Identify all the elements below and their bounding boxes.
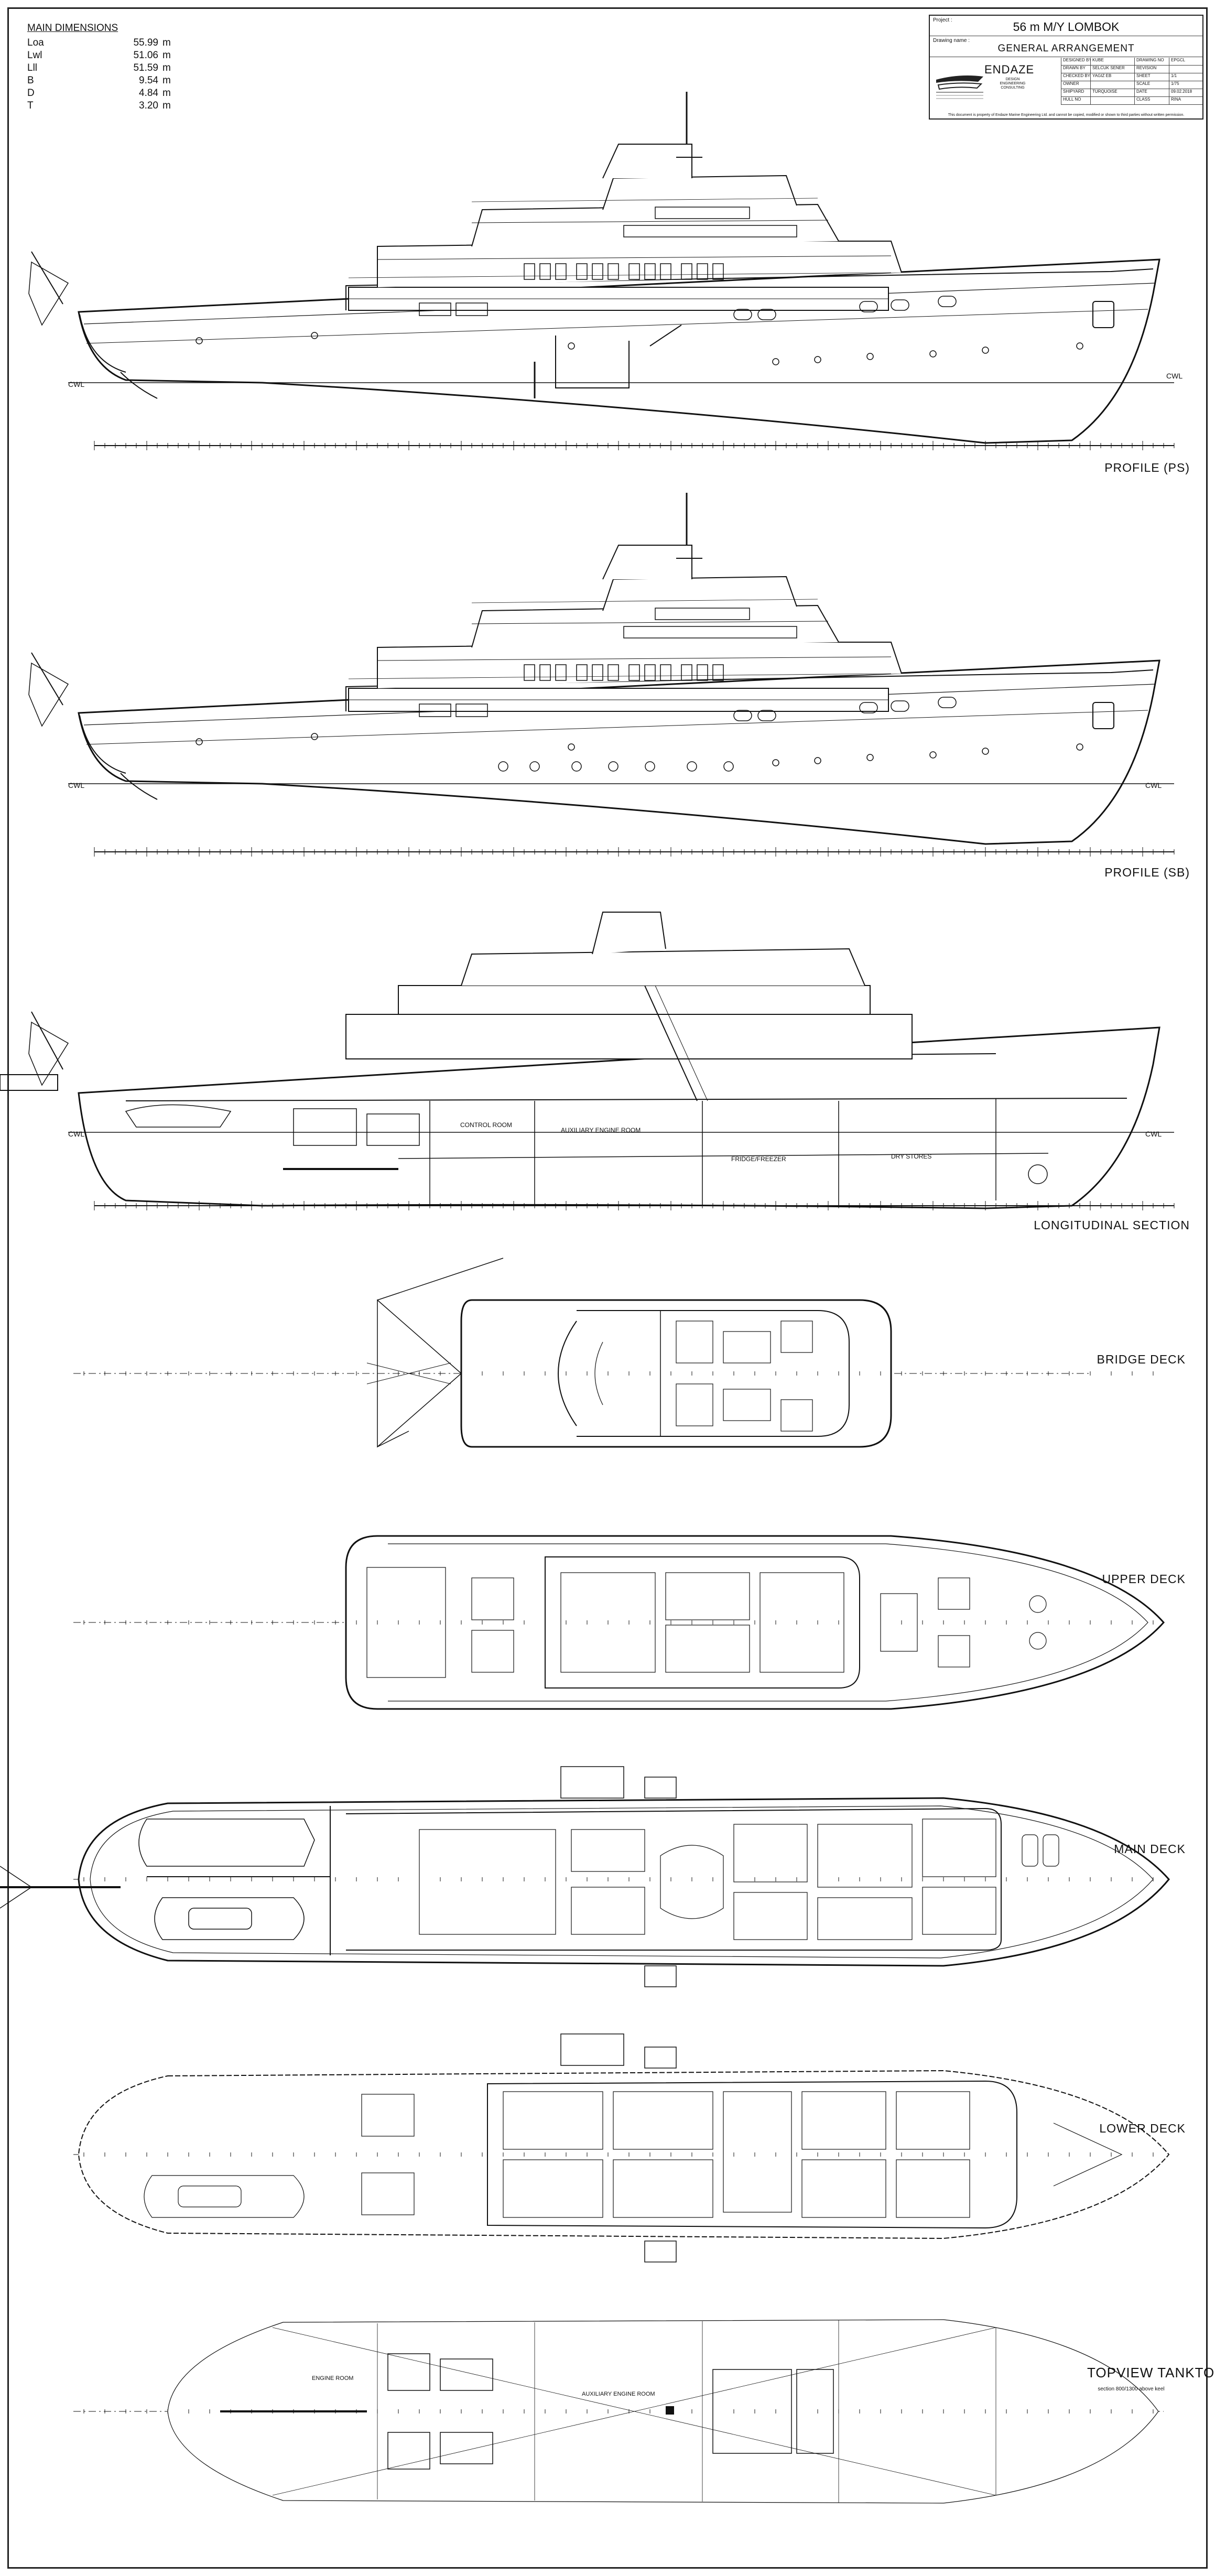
field-label: DATE <box>1134 89 1169 96</box>
room-label-aux-engine-room: AUXILIARY ENGINE ROOM <box>561 1127 641 1134</box>
field-value: 1/1 <box>1169 73 1202 81</box>
view-title-profile-ps: PROFILE (PS) <box>1104 461 1190 474</box>
field-label: SHIPYARD <box>1061 89 1090 96</box>
view-title-longitudinal-section: LONGITUDINAL SECTION <box>1034 1218 1190 1232</box>
dimension-unit: m <box>162 62 171 73</box>
view-title-profile-sb: PROFILE (SB) <box>1104 865 1190 879</box>
dimension-row: Lwl 51.06 m <box>27 49 171 62</box>
dimension-row: D 4.84 m <box>27 87 171 100</box>
company-brand: ENDAZE <box>984 63 1035 76</box>
company-logo <box>936 75 983 99</box>
dimension-unit: m <box>162 37 171 48</box>
cwl-label: CWL <box>68 380 84 388</box>
main-deck-view <box>0 1766 1170 1987</box>
company-tagline: DESIGN ENGINEERING CONSULTING <box>1000 78 1026 90</box>
field-value: YAGIZ EB <box>1090 73 1134 81</box>
field-value: KUBE <box>1090 58 1134 65</box>
field-value: 09.02.2018 <box>1169 89 1202 96</box>
dimension-value: 4.84 <box>139 88 158 99</box>
room-label-aux-room: AUXILIARY ENGINE ROOM <box>582 2391 655 2397</box>
room-label-engine-room: ENGINE ROOM <box>312 2375 353 2382</box>
dimension-key: D <box>27 88 35 99</box>
copyright-note: This document is property of Endaze Mari… <box>948 113 1185 117</box>
dimension-value: 51.06 <box>133 50 158 61</box>
main-dimensions-table: MAIN DIMENSIONS Loa 55.99 m Lwl 51.06 m Lll 5… <box>27 22 171 112</box>
profile-sb-view <box>28 492 1175 852</box>
cwl-label: CWL <box>1166 372 1183 380</box>
view-title-topview-tanktop: TOPVIEW TANKTOP <box>1087 2365 1215 2380</box>
field-label: OWNER <box>1061 81 1090 89</box>
frame-ruler-ticks <box>83 441 1175 2413</box>
dimension-row: T 3.20 m <box>27 100 171 112</box>
main-dimensions-heading: MAIN DIMENSIONS <box>27 23 118 34</box>
field-value: TURQUOISE <box>1090 89 1134 96</box>
drawing-name: GENERAL ARRANGEMENT <box>997 43 1135 54</box>
cwl-label: CWL <box>68 1130 84 1138</box>
field-label: DRAWING NO <box>1134 58 1169 65</box>
view-subtitle-tanktop: section 800/1300 above keel <box>1098 2386 1164 2392</box>
field-label: SHEET <box>1134 73 1169 81</box>
dimension-key: T <box>27 100 34 111</box>
field-value <box>1169 66 1202 73</box>
dimension-unit: m <box>162 50 171 61</box>
dimension-key: Loa <box>27 37 44 48</box>
dimension-row: Lll 51.59 m <box>27 62 171 74</box>
field-label: DESIGNED BY <box>1061 58 1090 65</box>
dimension-value: 9.54 <box>139 75 158 86</box>
field-label: DRAWN BY <box>1061 66 1090 73</box>
dimension-value: 51.59 <box>133 62 158 73</box>
dimension-key: Lwl <box>27 50 42 61</box>
field-label: CHECKED BY <box>1061 73 1090 81</box>
view-title-main-deck: MAIN DECK <box>1114 1842 1186 1856</box>
dimension-key: Lll <box>27 62 38 73</box>
project-name: 56 m M/Y LOMBOK <box>1013 20 1120 34</box>
field-value <box>1090 97 1134 104</box>
view-title-bridge-deck: BRIDGE DECK <box>1097 1352 1186 1366</box>
dimension-key: B <box>27 75 34 86</box>
view-title-lower-deck: LOWER DECK <box>1099 2122 1186 2135</box>
field-value: EPGCL <box>1169 58 1202 65</box>
bridge-deck-view <box>73 1258 1090 1448</box>
field-value: 1/75 <box>1169 81 1202 89</box>
field-value <box>1090 81 1134 89</box>
dimension-unit: m <box>162 88 171 99</box>
cwl-label: CWL <box>1145 781 1162 789</box>
room-label-dry-stores: DRY STORES <box>891 1153 931 1160</box>
field-label: HULL NO <box>1061 97 1090 104</box>
cwl-label: CWL <box>68 781 84 789</box>
drawing-sheet-border <box>7 7 1208 2569</box>
dimension-value: 3.20 <box>139 100 158 111</box>
room-label-control-room: CONTROL ROOM <box>460 1121 512 1129</box>
upper-deck-view <box>73 1535 1165 1710</box>
dimension-value: 55.99 <box>133 37 158 48</box>
title-block: Project : 56 m M/Y LOMBOK Drawing name :… <box>929 15 1203 120</box>
field-label: SCALE <box>1134 81 1169 89</box>
project-label: Project : <box>933 17 952 23</box>
topview-tanktop-view <box>73 2319 1164 2504</box>
field-label: CLASS <box>1134 97 1169 104</box>
dimension-row: B 9.54 m <box>27 74 171 87</box>
profile-ps-view <box>28 91 1175 446</box>
field-value: RINA <box>1169 97 1202 104</box>
view-title-upper-deck: UPPER DECK <box>1102 1572 1186 1586</box>
dimension-unit: m <box>162 75 171 86</box>
field-label: REVISION <box>1134 66 1169 73</box>
cwl-label: CWL <box>1145 1130 1162 1138</box>
room-label-fridge-freezer: FRIDGE/FREEZER <box>731 1155 786 1163</box>
longitudinal-section-view <box>0 912 1175 1209</box>
dimension-row: Loa 55.99 m <box>27 37 171 49</box>
dimension-unit: m <box>162 100 171 111</box>
drawing-name-label: Drawing name : <box>933 38 970 44</box>
lower-deck-view <box>73 2033 1170 2263</box>
field-value: SELCUK SENER <box>1090 66 1134 73</box>
